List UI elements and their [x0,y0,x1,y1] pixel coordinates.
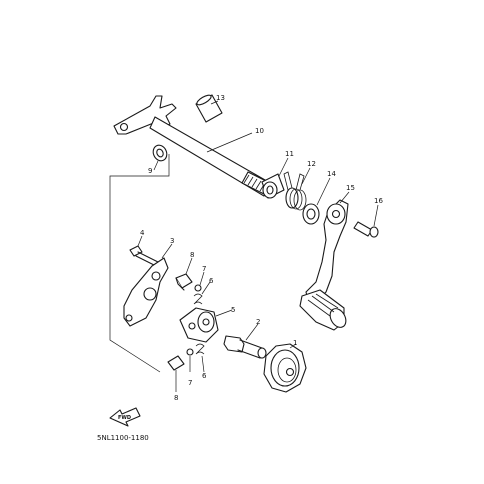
segment-gear [263,343,307,393]
callout-2: 2 [256,318,260,326]
callout-11: 11 [285,150,294,158]
guide-bolt [223,323,267,359]
pin-7-lower [186,348,194,372]
stopper-plate [123,243,173,327]
callout-6: 6 [209,277,214,285]
group-bracket [109,154,170,373]
callout-9: 9 [148,167,152,175]
callout-8-lower: 8 [174,394,178,402]
callout-10: 10 [255,127,264,135]
shift-drum-segment [179,307,233,343]
callout-4: 4 [140,229,145,237]
oil-seal-14 [302,177,331,225]
callout-6-lower: 6 [202,372,207,380]
shift-pedal [299,191,350,331]
spring-6-upper [193,281,211,305]
bolt-4 [129,235,159,267]
callout-15: 15 [346,184,355,192]
callout-13: 13 [216,94,225,102]
washer-9 [152,144,168,171]
shift-shaft [113,95,273,197]
spring-6-lower [195,343,205,373]
callout-3: 3 [170,237,174,245]
dowel-pin [195,94,223,123]
fwd-label: FWD [118,415,131,421]
callout-16: 16 [374,197,383,205]
part-code: 5NL1100-1180 [97,434,149,442]
callout-1: 1 [293,339,297,347]
callout-7: 7 [202,265,206,273]
bolt-16 [353,204,379,238]
pin-7-upper [194,271,205,292]
callout-7-lower: 7 [188,379,192,387]
callout-12: 12 [307,160,316,168]
callout-5: 5 [231,306,235,314]
fwd-arrow-icon: FWD [109,407,141,427]
collar-11 [261,157,289,199]
callout-14: 14 [327,170,336,178]
torsion-spring [283,167,311,211]
callout-8: 8 [190,251,194,259]
block-8-upper [175,257,193,291]
block-8-lower [167,355,185,392]
